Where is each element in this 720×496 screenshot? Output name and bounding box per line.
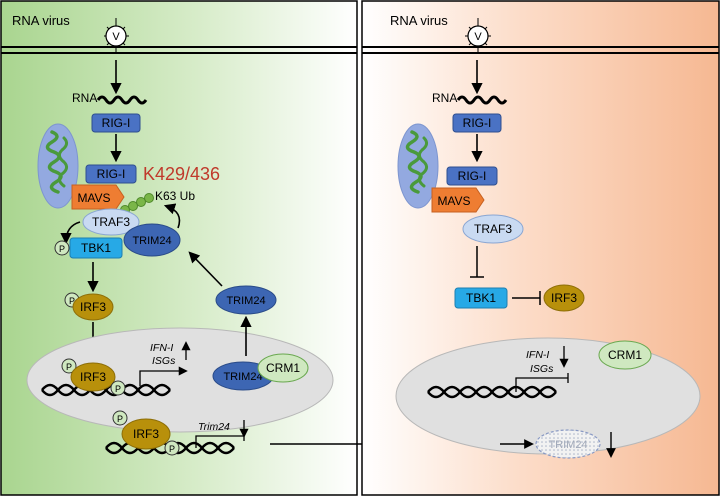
left-mavs-label: MAVS xyxy=(77,191,110,205)
left-ifn-label: IFN-I xyxy=(150,342,173,354)
left-irf3-nuc xyxy=(70,362,116,392)
right-tbk1-label: TBK1 xyxy=(466,291,496,305)
right-panel: RNA virus V RNA RIG-I RIG-I MAVS TRAF3 xyxy=(361,0,720,496)
right-crm1 xyxy=(598,340,652,370)
left-rig-i-top-label: RIG-I xyxy=(102,116,131,130)
left-arrow-to-tbk1 xyxy=(60,221,81,245)
right-rig-i-top-label: RIG-I xyxy=(463,116,492,130)
right-rna-strand xyxy=(456,95,508,105)
left-trim24-nuc-label: TRIM24 xyxy=(223,371,262,383)
left-phospho-irf3-label: P xyxy=(69,296,75,306)
left-phospho-gene-a xyxy=(112,410,128,426)
right-traf3-label: TRAF3 xyxy=(474,222,512,236)
left-irf3-nuc-label: IRF3 xyxy=(80,370,106,384)
left-panel: RNA virus V RNA RIG-I RIG-I K429/436 K63… xyxy=(0,0,358,496)
left-phospho-gene-b-label: P xyxy=(169,444,175,454)
right-irf3-label: IRF3 xyxy=(551,291,577,305)
left-trim24-gene-promoter xyxy=(195,431,245,448)
right-traf3 xyxy=(462,214,524,244)
left-phospho-irf3-nuc-b-label: P xyxy=(115,384,121,394)
right-virus-label: RNA virus xyxy=(390,13,448,28)
left-phospho-irf3-nuc-a xyxy=(61,358,77,374)
right-crm1-label: CRM1 xyxy=(608,348,642,362)
left-virus-label: RNA virus xyxy=(12,13,70,28)
left-tbk1 xyxy=(69,237,123,259)
right-trim24-faded-label: TRIM24 xyxy=(548,439,587,451)
left-phospho-gene-a-label: P xyxy=(117,414,123,424)
right-rig-i-mito xyxy=(446,166,498,186)
left-rna-strand xyxy=(96,95,148,105)
left-trim24-cyto xyxy=(215,285,277,315)
left-rig-i-mito-label: RIG-I xyxy=(97,167,126,181)
left-phospho-irf3-nuc-a-label: P xyxy=(66,362,72,372)
right-rna-label: RNA xyxy=(432,91,457,105)
right-rig-i-top xyxy=(452,113,502,133)
left-trim24-gene-label: Trim24 xyxy=(198,421,230,433)
right-ifn-label: IFN-I xyxy=(526,349,549,361)
left-tbk1-label: TBK1 xyxy=(81,241,111,255)
left-trim24-complex xyxy=(123,223,181,257)
right-trim24-faded xyxy=(535,429,601,459)
right-mavs xyxy=(431,187,485,213)
left-rig-i-mito xyxy=(85,164,137,184)
left-dna-upper-strand-b xyxy=(41,383,171,397)
left-arrow-trim24-up xyxy=(188,251,223,287)
left-mavs xyxy=(71,184,125,210)
right-dna-strand-b xyxy=(427,385,557,399)
left-crm1 xyxy=(257,353,309,383)
left-nucleus xyxy=(26,327,334,433)
left-arrow-trim24-ub xyxy=(163,203,181,229)
left-virus-symbol: V xyxy=(112,31,120,43)
left-irf3-gene-label: IRF3 xyxy=(133,427,159,441)
left-site-label: K429/436 xyxy=(143,164,220,184)
right-isgs-label: ISGs xyxy=(530,363,554,375)
left-virus-icon: V xyxy=(104,18,129,52)
left-rna-label: RNA xyxy=(72,91,97,105)
left-rig-i-top xyxy=(91,113,141,133)
left-isgs-label: ISGs xyxy=(152,355,176,367)
left-ub-label: K63 Ub xyxy=(155,189,195,203)
right-mitochondrion xyxy=(397,123,439,209)
left-trim24-cyto-label: TRIM24 xyxy=(226,295,265,307)
left-traf3 xyxy=(82,208,140,236)
left-phospho-irf3-nuc-b xyxy=(110,380,126,396)
left-traf3-label: TRAF3 xyxy=(92,215,130,229)
left-irf3-gene xyxy=(121,418,171,450)
right-rig-i-mito-label: RIG-I xyxy=(458,169,487,183)
left-mitochondrion xyxy=(37,123,79,209)
left-crm1-label: CRM1 xyxy=(266,361,300,375)
left-trim24-complex-label: TRIM24 xyxy=(132,235,171,247)
right-virus-icon: V xyxy=(465,18,491,52)
left-phospho-gene-b xyxy=(164,440,180,456)
right-tbk1 xyxy=(454,287,508,309)
right-virus-symbol: V xyxy=(474,31,482,43)
left-irf3-cyto xyxy=(72,293,114,321)
left-irf3-cyto-label: IRF3 xyxy=(80,300,106,314)
left-phospho-tbk1-label: P xyxy=(59,244,65,254)
right-irf3 xyxy=(543,284,585,312)
left-ub-chain xyxy=(120,193,154,215)
right-mavs-label: MAVS xyxy=(437,194,470,208)
left-phospho-tbk1 xyxy=(54,240,70,256)
left-ifn-promoter xyxy=(139,366,188,386)
